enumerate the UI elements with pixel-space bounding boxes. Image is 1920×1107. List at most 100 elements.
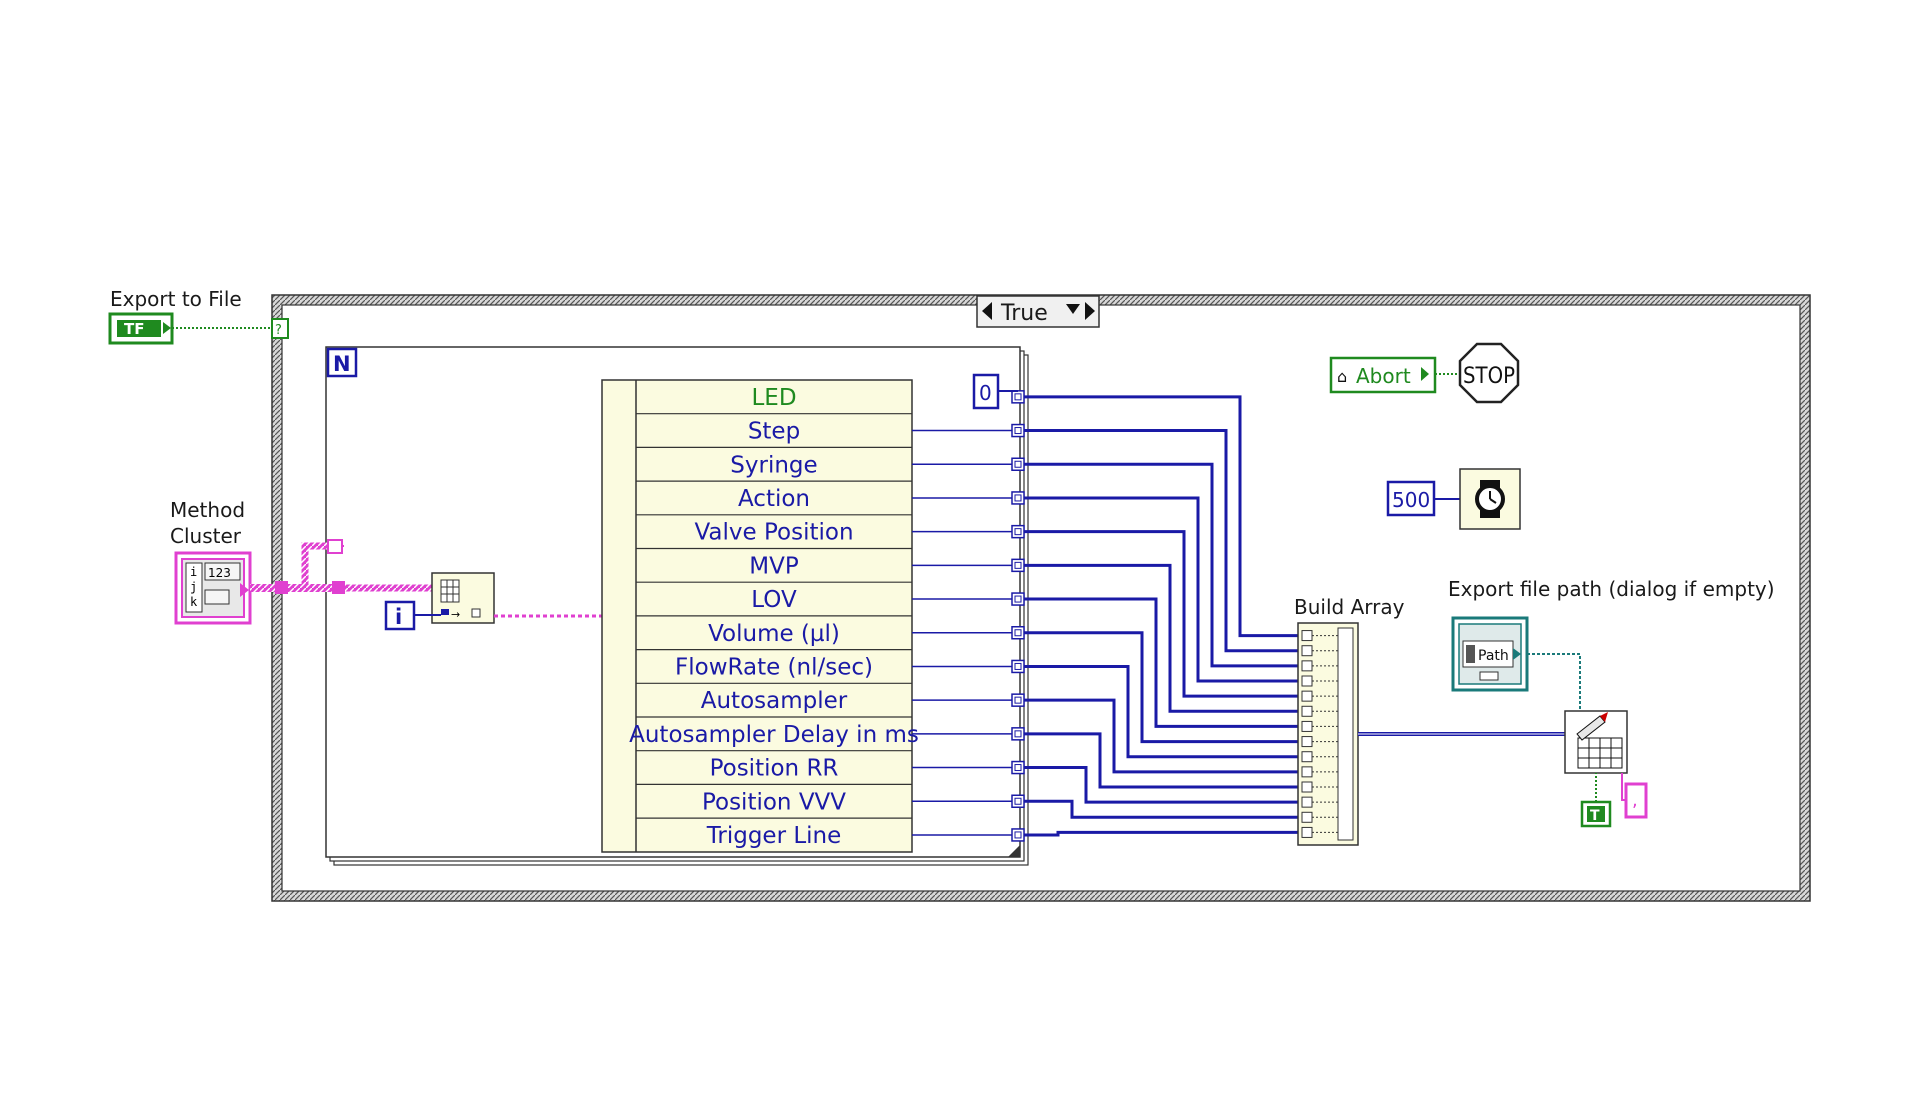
bundle-field-row[interactable]: Autosampler Delay in ms (629, 716, 919, 748)
home-icon: ⌂ (1337, 367, 1347, 386)
method-cluster-terminal[interactable]: i j k 123 (174, 551, 252, 625)
svg-text:0: 0 (979, 381, 992, 405)
loop-tunnel[interactable] (1011, 760, 1025, 775)
loop-tunnel[interactable] (1011, 693, 1025, 707)
bundle-field-row[interactable]: Position VVV (636, 783, 912, 815)
svg-text:Abort: Abort (1356, 364, 1411, 388)
watch-icon (1475, 480, 1505, 518)
loop-tunnel[interactable] (1011, 626, 1025, 640)
case-selector-terminal[interactable]: ? (271, 318, 289, 339)
build-array-input[interactable] (1301, 645, 1313, 657)
bundle-field-row[interactable]: Autosampler (636, 682, 912, 714)
build-array-input[interactable] (1301, 720, 1313, 732)
build-array-input[interactable] (1301, 660, 1313, 672)
decrement-arrow-icon[interactable] (982, 302, 992, 320)
loop-tunnel[interactable] (1011, 794, 1025, 808)
stop-terminal[interactable]: STOP (1458, 342, 1520, 404)
loop-tunnel[interactable] (1011, 491, 1025, 505)
index-array-node[interactable]: → (431, 572, 495, 624)
build-array-node[interactable] (1297, 622, 1359, 846)
svg-text:i: i (395, 605, 402, 629)
bundle-field-row[interactable]: MVP (636, 547, 912, 580)
build-array-input[interactable] (1301, 826, 1313, 838)
svg-text:123: 123 (208, 566, 231, 580)
wait-function[interactable] (1459, 468, 1521, 530)
loop-tunnel[interactable] (1011, 659, 1025, 674)
loop-tunnel[interactable] (1011, 524, 1025, 539)
loop-tunnel[interactable] (1011, 828, 1025, 842)
bundle-field-label: Action (738, 486, 810, 512)
bundle-field-row[interactable]: LOV (636, 581, 912, 613)
bundle-field-row[interactable]: Valve Position (636, 514, 912, 546)
svg-text:T: T (1590, 808, 1600, 824)
index-constant[interactable]: 0 (972, 373, 1000, 410)
svg-text:N: N (333, 352, 351, 376)
bundle-field-row[interactable]: LED (751, 385, 796, 411)
svg-text:Path: Path (1478, 648, 1509, 664)
method-cluster-label-line1: Method (170, 498, 245, 522)
write-spreadsheet-file-node[interactable] (1564, 710, 1628, 774)
build-array-input[interactable] (1301, 630, 1313, 642)
bundle-field-label: Valve Position (694, 520, 853, 546)
build-array-input[interactable] (1301, 751, 1313, 763)
bundle-field-label: Position VVV (702, 789, 846, 815)
build-array-input[interactable] (1301, 796, 1313, 808)
iteration-terminal[interactable]: i (384, 600, 416, 631)
export-file-path-label: Export file path (dialog if empty) (1448, 577, 1775, 601)
bundle-field-label: Trigger Line (706, 823, 842, 849)
svg-text:TF: TF (124, 320, 144, 338)
export-file-path-terminal[interactable]: Path (1451, 616, 1529, 692)
case-selector[interactable]: True (976, 295, 1100, 328)
build-array-input[interactable] (1301, 766, 1313, 778)
bundle-field-row[interactable]: Volume (µl) (636, 615, 912, 647)
bundle-field-row[interactable]: Action (636, 480, 912, 512)
export-to-file-terminal[interactable]: TF (108, 312, 174, 345)
build-array-input[interactable] (1301, 781, 1313, 793)
loop-tunnel[interactable] (1011, 558, 1025, 573)
array-wire (1024, 631, 1298, 744)
loop-tunnel[interactable] (1011, 727, 1025, 741)
case-selector-label: True (1000, 301, 1048, 326)
bundle-field-label: FlowRate (nl/sec) (675, 654, 873, 680)
build-array-input[interactable] (1301, 675, 1313, 687)
loop-count-terminal[interactable]: N (326, 347, 358, 378)
array-wire (1024, 395, 1298, 638)
loop-tunnel[interactable] (1011, 423, 1025, 438)
true-constant[interactable]: T (1580, 800, 1612, 828)
wait-ms-constant[interactable]: 500 (1386, 480, 1436, 517)
bundle-field-label: LED (751, 385, 796, 411)
array-wire (1024, 664, 1298, 759)
spreadsheet-icon (1576, 712, 1623, 769)
abort-local-variable[interactable]: ⌂ Abort (1329, 356, 1437, 394)
svg-text:k: k (190, 595, 198, 609)
delimiter-constant[interactable]: , (1624, 782, 1648, 819)
array-wire (1024, 496, 1298, 683)
svg-text:STOP: STOP (1463, 364, 1515, 389)
bundle-field-row[interactable]: Step (636, 413, 912, 445)
array-wire (1024, 830, 1298, 837)
loop-tunnel[interactable] (1011, 592, 1025, 606)
svg-text:→: → (451, 608, 460, 621)
build-array-input[interactable] (1301, 811, 1313, 823)
increment-arrow-icon[interactable] (1085, 302, 1095, 320)
bundle-field-row[interactable]: FlowRate (nl/sec) (636, 648, 912, 681)
array-wire (1024, 530, 1298, 698)
build-array-input[interactable] (1301, 736, 1313, 748)
bundle-field-row[interactable]: Trigger Line (636, 817, 912, 849)
svg-text:j: j (190, 580, 197, 594)
method-cluster-label-line2: Cluster (170, 524, 242, 548)
bundle-field-row[interactable]: Syringe (636, 446, 912, 478)
chevron-down-icon[interactable] (1066, 304, 1080, 314)
build-array-input[interactable] (1301, 690, 1313, 702)
bundle-field-label: Syringe (730, 452, 817, 478)
cluster-wire (250, 539, 432, 594)
build-array-input[interactable] (1301, 705, 1313, 717)
svg-text:500: 500 (1392, 488, 1430, 512)
svg-text:,: , (1632, 790, 1638, 811)
bundle-field-row[interactable]: Position RR (636, 750, 912, 782)
array-wire (1024, 429, 1298, 653)
loop-tunnel[interactable] (1011, 390, 1025, 404)
loop-tunnel[interactable] (1011, 457, 1025, 471)
